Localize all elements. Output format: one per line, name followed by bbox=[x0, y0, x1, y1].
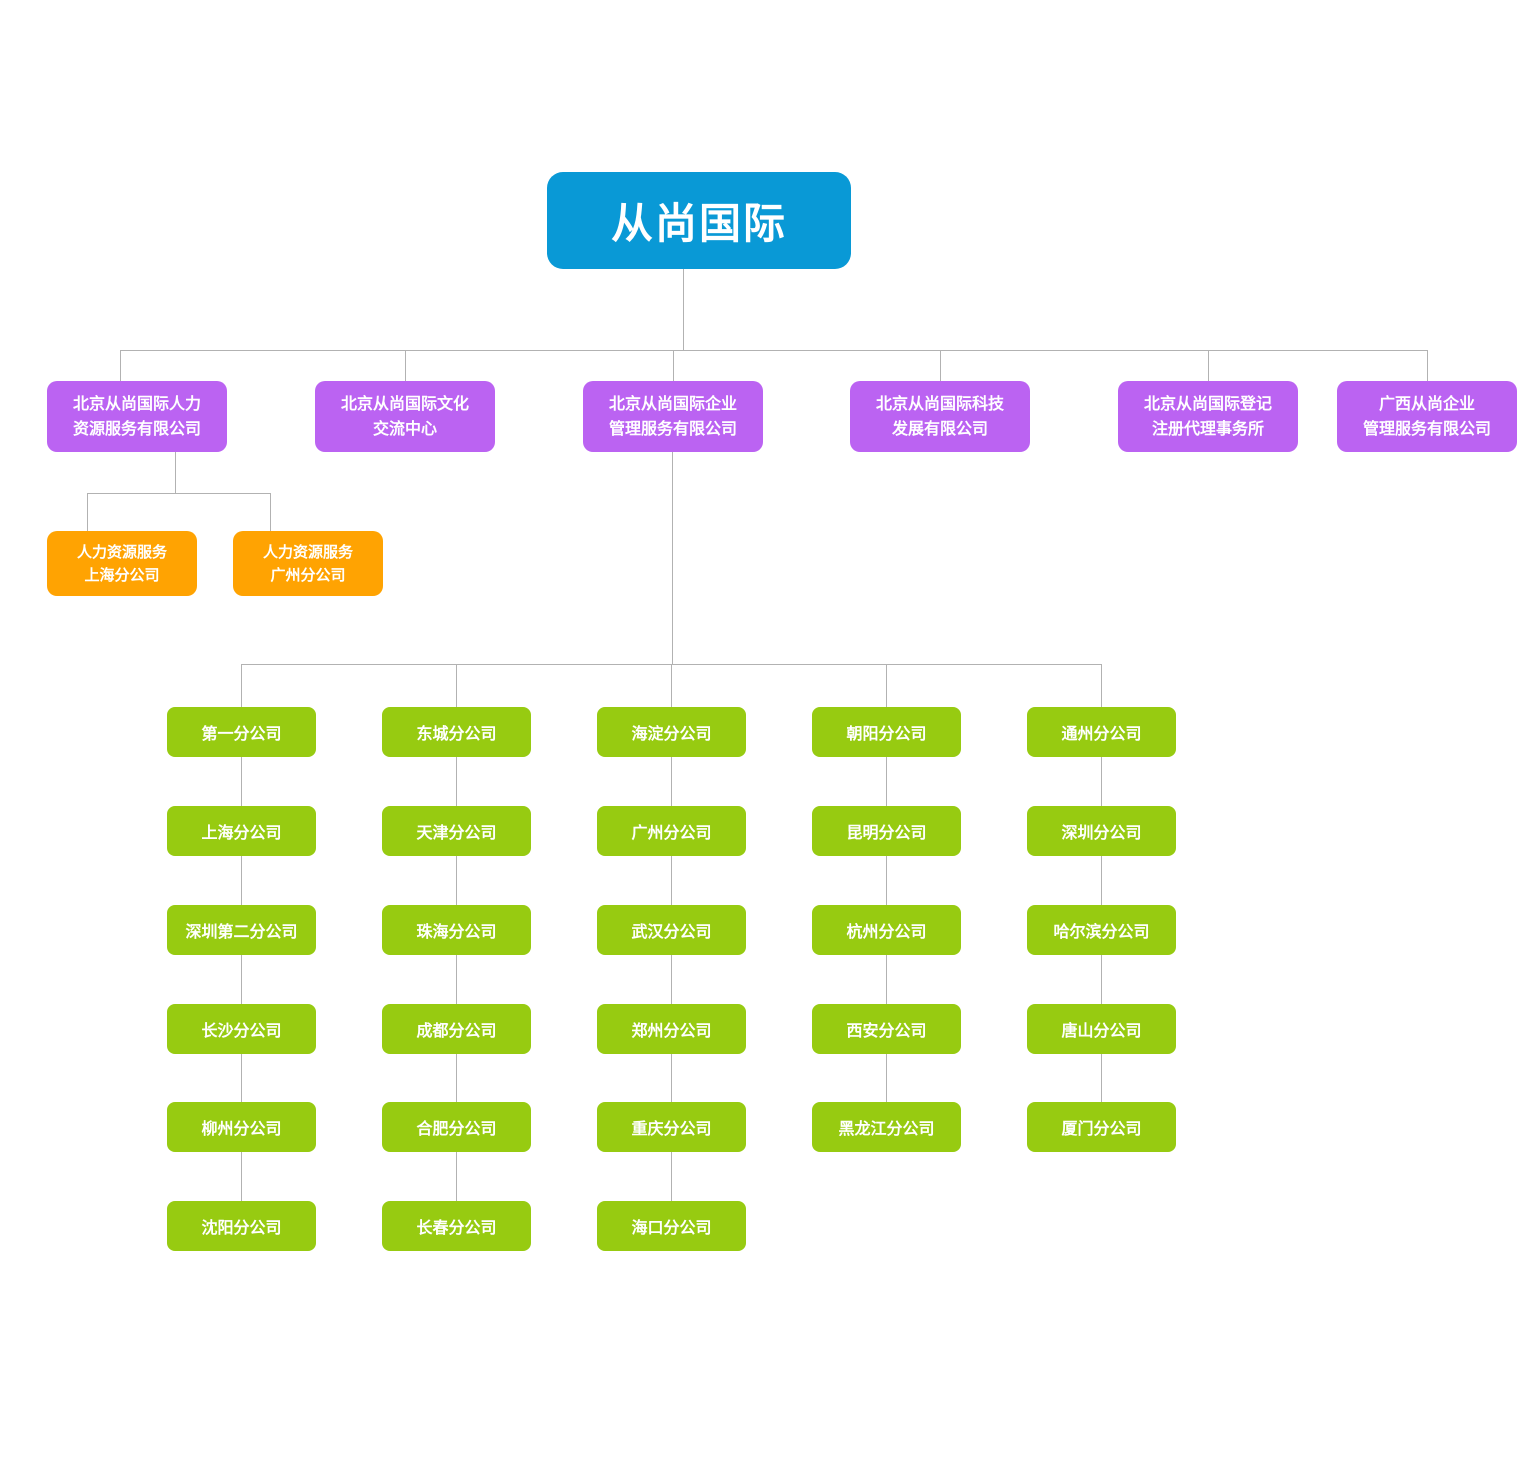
subsidiary-node-2: 北京从尚国际文化 交流中心 bbox=[315, 381, 495, 452]
branch-node: 海口分公司 bbox=[597, 1201, 746, 1251]
branch-node: 东城分公司 bbox=[382, 707, 531, 757]
branch-node: 武汉分公司 bbox=[597, 905, 746, 955]
branch-node: 深圳第二分公司 bbox=[167, 905, 316, 955]
branch-node: 长沙分公司 bbox=[167, 1004, 316, 1054]
connector-drop-column-4 bbox=[886, 664, 887, 707]
branch-node: 重庆分公司 bbox=[597, 1102, 746, 1152]
branch-node: 海淀分公司 bbox=[597, 707, 746, 757]
branch-node: 厦门分公司 bbox=[1027, 1102, 1176, 1152]
connector-drop-subsidiary-4 bbox=[940, 350, 941, 381]
subsidiary-node-1: 北京从尚国际人力 资源服务有限公司 bbox=[47, 381, 227, 452]
connector-drop-subsidiary-6 bbox=[1427, 350, 1428, 381]
root-node: 从尚国际 bbox=[547, 172, 851, 269]
branch-node: 郑州分公司 bbox=[597, 1004, 746, 1054]
branch-node: 通州分公司 bbox=[1027, 707, 1176, 757]
connector-drop-column-5 bbox=[1101, 664, 1102, 707]
branch-node: 广州分公司 bbox=[597, 806, 746, 856]
branch-node: 哈尔滨分公司 bbox=[1027, 905, 1176, 955]
subsidiary-node-3: 北京从尚国际企业 管理服务有限公司 bbox=[583, 381, 763, 452]
branch-node: 昆明分公司 bbox=[812, 806, 961, 856]
connector-spine-column-2 bbox=[456, 730, 457, 1226]
branch-node: 上海分公司 bbox=[167, 806, 316, 856]
branch-node: 长春分公司 bbox=[382, 1201, 531, 1251]
branch-node: 唐山分公司 bbox=[1027, 1004, 1176, 1054]
connector-drop-column-1 bbox=[241, 664, 242, 707]
subsidiary-node-4: 北京从尚国际科技 发展有限公司 bbox=[850, 381, 1030, 452]
connector-drop-subsidiary-1 bbox=[120, 350, 121, 381]
branch-node: 珠海分公司 bbox=[382, 905, 531, 955]
branch-node: 天津分公司 bbox=[382, 806, 531, 856]
connector-drop-column-2 bbox=[456, 664, 457, 707]
branch-node: 朝阳分公司 bbox=[812, 707, 961, 757]
connector-level1-bar bbox=[120, 350, 1428, 351]
branch-node: 合肥分公司 bbox=[382, 1102, 531, 1152]
branch-node: 深圳分公司 bbox=[1027, 806, 1176, 856]
branch-node: 成都分公司 bbox=[382, 1004, 531, 1054]
connector-branches-stem bbox=[672, 452, 673, 664]
branch-node: 第一分公司 bbox=[167, 707, 316, 757]
branch-node: 西安分公司 bbox=[812, 1004, 961, 1054]
connector-drop-subsidiary-2 bbox=[405, 350, 406, 381]
branch-node: 沈阳分公司 bbox=[167, 1201, 316, 1251]
subsidiary-node-5: 北京从尚国际登记 注册代理事务所 bbox=[1118, 381, 1298, 452]
connector-spine-column-1 bbox=[241, 730, 242, 1226]
connector-drop-subsidiary-3 bbox=[673, 350, 674, 381]
branch-node: 杭州分公司 bbox=[812, 905, 961, 955]
connector-drop-subsidiary-5 bbox=[1208, 350, 1209, 381]
connector-hr-bar bbox=[87, 493, 271, 494]
connector-root-stem bbox=[683, 269, 684, 350]
connector-drop-hr-branch-1 bbox=[87, 493, 88, 531]
hr-branch-node-2: 人力资源服务 广州分公司 bbox=[233, 531, 383, 596]
hr-branch-node-1: 人力资源服务 上海分公司 bbox=[47, 531, 197, 596]
connector-drop-column-3 bbox=[671, 664, 672, 707]
branch-node: 黑龙江分公司 bbox=[812, 1102, 961, 1152]
connector-drop-hr-branch-2 bbox=[270, 493, 271, 531]
connector-spine-column-3 bbox=[671, 730, 672, 1226]
subsidiary-node-6: 广西从尚企业 管理服务有限公司 bbox=[1337, 381, 1517, 452]
branch-node: 柳州分公司 bbox=[167, 1102, 316, 1152]
connector-hr-stem bbox=[175, 452, 176, 493]
